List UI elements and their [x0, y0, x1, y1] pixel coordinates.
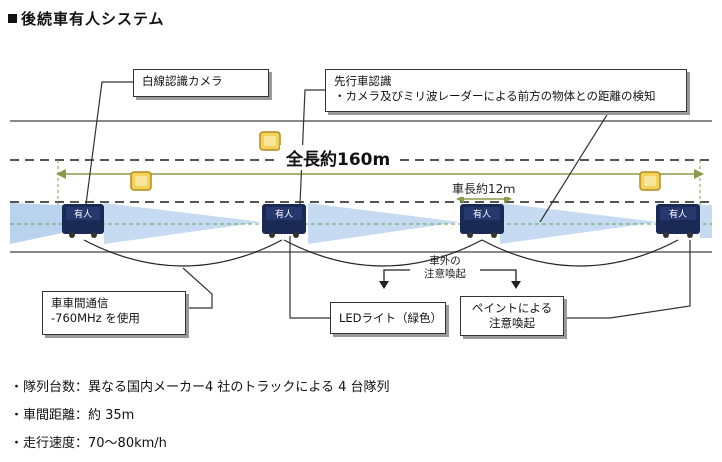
led-light-label: LEDライト（緑色） [339, 311, 443, 325]
page-title: 後続車有人システム [8, 8, 165, 29]
paint-leader [552, 240, 691, 319]
lead-recognition-title: 先行車認識 [334, 74, 392, 88]
led-leader [289, 236, 330, 319]
outside-alert-line1: 車外の [429, 255, 461, 267]
beam-front [700, 205, 712, 238]
info-platoon-count: ・隊列台数：異なる国内メーカー4 社のトラックによる 4 台隊列 [10, 380, 390, 395]
paint-alert-line1: ペイントによる [471, 301, 553, 315]
lead-recognition-callout: 先行車認識 ・カメラ及びミリ波レーダーによる前方の物体との距離の検知 [325, 69, 687, 112]
v2v-arc-3 [481, 239, 679, 267]
info-speed: ・走行速度：70～80km/h [10, 436, 167, 451]
v2v-arc-1 [83, 239, 283, 267]
warning-sign-icon [130, 171, 152, 191]
v2v-title: 車車間通信 [51, 296, 109, 310]
beam-truck1 [104, 203, 262, 244]
v2v-callout: 車車間通信 -760MHz を使用 [42, 291, 186, 335]
paint-alert-line2: 注意喚起 [489, 316, 535, 330]
lead-recognition-desc: ・カメラ及びミリ波レーダーによる前方の物体との距離の検知 [334, 89, 656, 103]
lane-camera-callout: 白線認識カメラ [133, 69, 269, 97]
arrowhead-left [56, 169, 66, 179]
alert-arrowhead-left [379, 281, 389, 289]
total-length-label: 全長約160m [280, 145, 397, 170]
truck-length-label: 車長約12ｍ [450, 180, 518, 197]
beam-rear [10, 203, 62, 244]
truck-arrowhead-left [456, 195, 464, 203]
truck-2: 有人 [262, 204, 306, 238]
lead-recognition-leader-2 [539, 109, 611, 223]
warning-sign-icon [639, 171, 661, 191]
truck-3: 有人 [460, 204, 504, 238]
truck-label: 有人 [74, 208, 92, 220]
outside-alert-note: 車外の 注意喚起 [412, 255, 478, 281]
title-square-icon [8, 14, 17, 23]
arrowhead-right [694, 169, 704, 179]
v2v-leader [182, 267, 213, 309]
truck-arrowhead-right [504, 195, 512, 203]
truck-4: 有人 [656, 204, 700, 238]
truck-1: 有人 [62, 204, 104, 238]
warning-sign-icon [259, 131, 281, 151]
alert-arrow-right [480, 269, 517, 282]
truck-label: 有人 [669, 208, 687, 220]
v2v-arc-2 [283, 239, 483, 267]
alert-arrowhead-right [511, 281, 521, 289]
title-text: 後続車有人システム [21, 10, 165, 28]
info-gap-distance: ・車間距離：約 35m [10, 408, 135, 423]
v2v-desc: -760MHz を使用 [51, 311, 140, 325]
truck-label: 有人 [275, 208, 293, 220]
outside-alert-line2: 注意喚起 [424, 268, 466, 280]
lane-camera-leader [85, 81, 135, 205]
alert-arrow-left [383, 269, 410, 282]
truck-label: 有人 [473, 208, 491, 220]
paint-alert-callout: ペイントによる 注意喚起 [460, 296, 564, 336]
led-light-callout: LEDライト（緑色） [330, 302, 446, 334]
lane-camera-label: 白線認識カメラ [142, 74, 223, 88]
